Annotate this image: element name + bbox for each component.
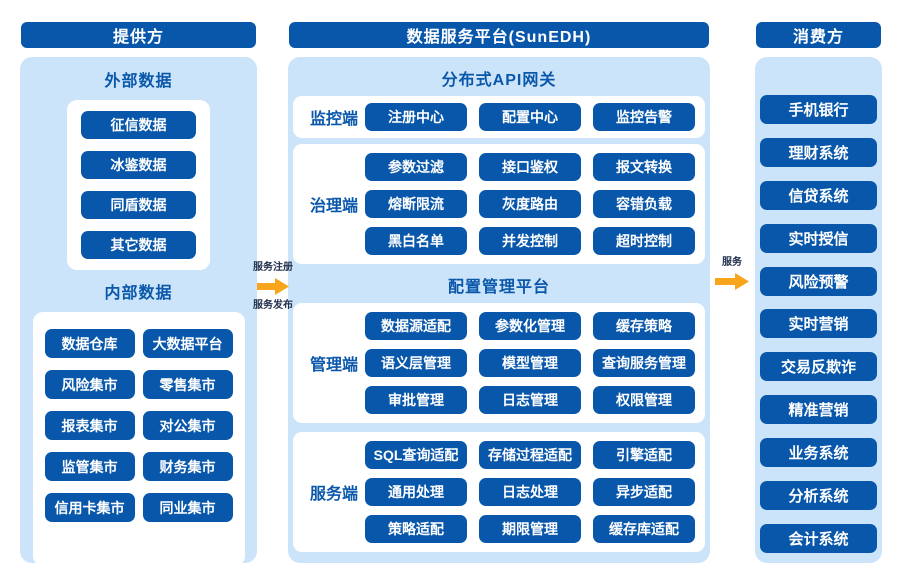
consumer-item: 实时营销 bbox=[760, 309, 877, 339]
service-item: 异步适配 bbox=[593, 478, 695, 506]
consumer-panel: 手机银行 理财系统 信贷系统 实时授信 风险预警 实时营销 交易反欺诈 精准营销… bbox=[755, 57, 882, 563]
management-item: 查询服务管理 bbox=[593, 349, 695, 377]
external-data-item: 其它数据 bbox=[81, 231, 196, 259]
external-data-item: 征信数据 bbox=[81, 111, 196, 139]
service-item: 引擎适配 bbox=[593, 441, 695, 469]
management-row: 管理端 数据源适配 参数化管理 缓存策略 语义层管理 模型管理 查询服务管理 审… bbox=[293, 303, 705, 423]
governance-item: 超时控制 bbox=[593, 227, 695, 255]
management-item: 数据源适配 bbox=[365, 312, 467, 340]
service-item: 策略适配 bbox=[365, 515, 467, 543]
service-item: 存储过程适配 bbox=[479, 441, 581, 469]
internal-data-item: 监管集市 bbox=[44, 452, 135, 481]
service-grid: SQL查询适配 存储过程适配 引擎适配 通用处理 日志处理 异步适配 策略适配 … bbox=[365, 441, 695, 543]
consumer-item: 信贷系统 bbox=[760, 180, 877, 210]
management-item: 参数化管理 bbox=[479, 312, 581, 340]
external-data-item: 同盾数据 bbox=[81, 191, 196, 219]
consumer-column: 消费方 手机银行 理财系统 信贷系统 实时授信 风险预警 实时营销 交易反欺诈 … bbox=[755, 22, 882, 563]
platform-column: 数据服务平台(SunEDH) 分布式API网关 监控端 注册中心 配置中心 监控… bbox=[288, 22, 710, 563]
internal-data-item: 报表集市 bbox=[44, 411, 135, 440]
management-item: 审批管理 bbox=[365, 386, 467, 414]
consumer-item: 会计系统 bbox=[760, 523, 877, 553]
service-label: 服务 bbox=[722, 257, 742, 268]
consumer-item: 业务系统 bbox=[760, 438, 877, 468]
consumer-item: 风险预警 bbox=[760, 266, 877, 296]
service-register-label: 服务注册 bbox=[253, 262, 293, 273]
internal-data-item: 大数据平台 bbox=[142, 329, 233, 358]
monitor-item: 配置中心 bbox=[479, 103, 581, 131]
consumer-item: 理财系统 bbox=[760, 137, 877, 167]
internal-data-box: 数据仓库 大数据平台 风险集市 零售集市 报表集市 对公集市 监管集市 财务集市… bbox=[32, 312, 245, 566]
external-data-box: 征信数据 冰鉴数据 同盾数据 其它数据 bbox=[67, 100, 210, 270]
governance-item: 接口鉴权 bbox=[479, 153, 581, 181]
external-data-item: 冰鉴数据 bbox=[81, 151, 196, 179]
management-grid: 数据源适配 参数化管理 缓存策略 语义层管理 模型管理 查询服务管理 审批管理 … bbox=[365, 312, 695, 414]
monitor-item: 监控告警 bbox=[593, 103, 695, 131]
governance-item: 并发控制 bbox=[479, 227, 581, 255]
monitor-grid: 注册中心 配置中心 监控告警 bbox=[365, 103, 695, 131]
governance-item: 参数过滤 bbox=[365, 153, 467, 181]
service-label: 服务端 bbox=[309, 486, 358, 503]
governance-item: 黑白名单 bbox=[365, 227, 467, 255]
governance-item: 报文转换 bbox=[593, 153, 695, 181]
external-data-title: 外部数据 bbox=[104, 73, 173, 90]
platform-header: 数据服务平台(SunEDH) bbox=[289, 22, 709, 48]
internal-data-item: 财务集市 bbox=[142, 452, 233, 481]
monitor-label: 监控端 bbox=[309, 111, 358, 128]
platform-to-consumer-arrow-block: 服务 bbox=[710, 256, 754, 294]
internal-data-item: 风险集市 bbox=[44, 370, 135, 399]
service-item: 日志处理 bbox=[479, 478, 581, 506]
governance-item: 熔断限流 bbox=[365, 190, 467, 218]
monitor-row: 监控端 注册中心 配置中心 监控告警 bbox=[293, 96, 705, 138]
management-item: 模型管理 bbox=[479, 349, 581, 377]
right-arrow-icon bbox=[715, 273, 749, 290]
management-item: 缓存策略 bbox=[593, 312, 695, 340]
gateway-title: 分布式API网关 bbox=[441, 72, 557, 89]
service-publish-label: 服务发布 bbox=[253, 300, 293, 311]
management-item: 权限管理 bbox=[593, 386, 695, 414]
monitor-item: 注册中心 bbox=[365, 103, 467, 131]
provider-to-platform-arrow-block: 服务注册 服务发布 bbox=[252, 261, 294, 312]
consumer-header: 消费方 bbox=[756, 22, 881, 48]
management-item: 日志管理 bbox=[479, 386, 581, 414]
governance-item: 灰度路由 bbox=[479, 190, 581, 218]
consumer-item: 手机银行 bbox=[760, 95, 877, 124]
platform-panel: 分布式API网关 监控端 注册中心 配置中心 监控告警 治理端 参数过滤 接口鉴… bbox=[288, 57, 710, 563]
service-row: 服务端 SQL查询适配 存储过程适配 引擎适配 通用处理 日志处理 异步适配 策… bbox=[293, 432, 705, 552]
governance-label: 治理端 bbox=[309, 198, 358, 215]
management-item: 语义层管理 bbox=[365, 349, 467, 377]
consumer-item: 精准营销 bbox=[760, 395, 877, 425]
consumer-item: 交易反欺诈 bbox=[760, 352, 877, 382]
service-item: 缓存库适配 bbox=[593, 515, 695, 543]
internal-data-title: 内部数据 bbox=[104, 285, 173, 302]
management-label: 管理端 bbox=[309, 357, 358, 374]
right-arrow-icon bbox=[257, 278, 289, 295]
service-item: 期限管理 bbox=[479, 515, 581, 543]
consumer-item: 分析系统 bbox=[760, 481, 877, 511]
governance-grid: 参数过滤 接口鉴权 报文转换 熔断限流 灰度路由 容错负载 黑白名单 并发控制 … bbox=[365, 153, 695, 255]
provider-header: 提供方 bbox=[21, 22, 256, 48]
internal-data-item: 对公集市 bbox=[142, 411, 233, 440]
provider-panel: 外部数据 征信数据 冰鉴数据 同盾数据 其它数据 内部数据 数据仓库 大数据平台… bbox=[20, 57, 257, 566]
service-item: 通用处理 bbox=[365, 478, 467, 506]
internal-data-item: 数据仓库 bbox=[44, 329, 135, 358]
internal-data-item: 同业集市 bbox=[142, 493, 233, 522]
internal-data-item: 零售集市 bbox=[142, 370, 233, 399]
config-platform-title: 配置管理平台 bbox=[447, 279, 550, 296]
service-item: SQL查询适配 bbox=[365, 441, 467, 469]
governance-item: 容错负载 bbox=[593, 190, 695, 218]
provider-column: 提供方 外部数据 征信数据 冰鉴数据 同盾数据 其它数据 内部数据 数据仓库 大… bbox=[20, 22, 257, 566]
consumer-item: 实时授信 bbox=[760, 223, 877, 253]
governance-row: 治理端 参数过滤 接口鉴权 报文转换 熔断限流 灰度路由 容错负载 黑白名单 并… bbox=[293, 144, 705, 264]
internal-data-item: 信用卡集市 bbox=[44, 493, 135, 522]
